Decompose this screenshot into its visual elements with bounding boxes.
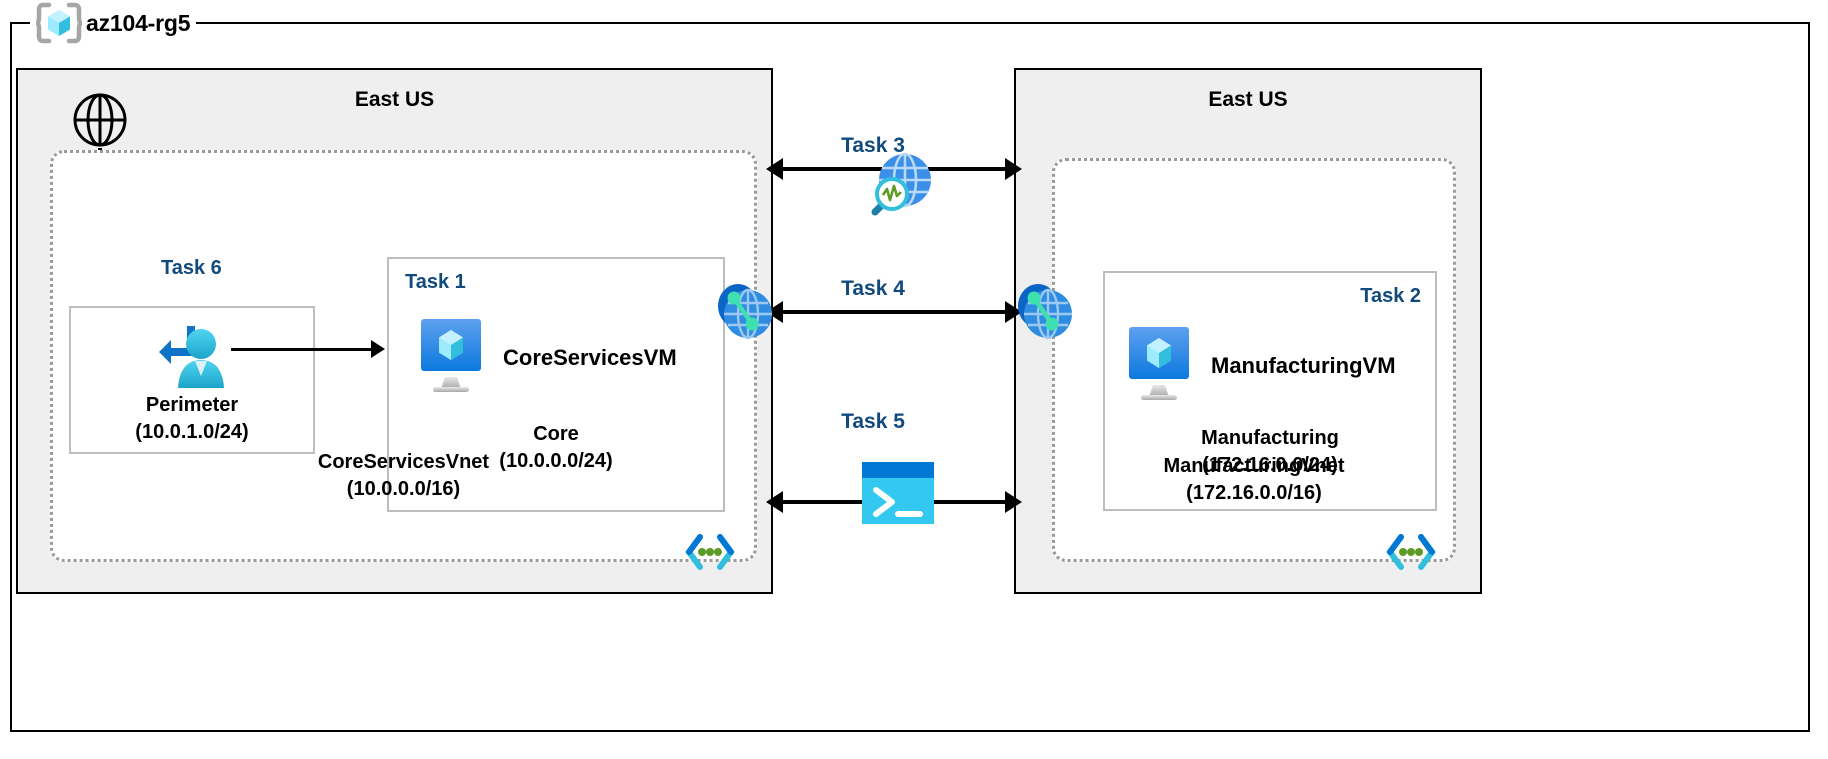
vm-name-manufacturingvm: ManufacturingVM xyxy=(1211,352,1396,378)
virtual-machine-icon xyxy=(419,317,487,398)
subnet-perimeter-caption: Perimeter (10.0.1.0/24) xyxy=(135,394,249,443)
resource-group-frame xyxy=(10,22,1810,732)
region-left-label: East US xyxy=(354,88,435,111)
vm-coreservicesvm: CoreServicesVM xyxy=(419,317,677,398)
task5-arrowhead-left xyxy=(766,491,783,513)
resource-group-name: az104-rg5 xyxy=(86,9,191,36)
vnet-manufacturingvnet: Task 2 xyxy=(1052,158,1456,570)
azure-resource-group-icon xyxy=(36,2,82,44)
vnet-manufacturingvnet-caption: ManufacturingVnet (172.16.0.0/16) xyxy=(1163,455,1345,504)
network-watcher-icon xyxy=(861,148,937,229)
subnet-manufacturing-caption: Manufacturing (172.16.0.0/24) xyxy=(1201,427,1339,476)
subnet-perimeter: Perimeter (10.0.1.0/24) xyxy=(69,306,315,454)
region-right-label: East US xyxy=(1208,88,1288,111)
task4-arrowhead-right xyxy=(1005,301,1022,323)
globe-icon xyxy=(72,92,128,153)
subnet-manufacturing: Task 2 xyxy=(1103,271,1437,511)
resource-group-title: az104-rg5 xyxy=(30,2,197,44)
vm-name-coreservicesvm: CoreServicesVM xyxy=(503,344,677,370)
center-task-label-task-4: Task 4 xyxy=(841,277,905,300)
perimeter-to-core-arrowhead xyxy=(371,340,385,358)
center-task-label-task-5: Task 5 xyxy=(841,410,905,433)
task-label-task-1: Task 1 xyxy=(405,271,466,293)
vnet-peering-icon xyxy=(1012,280,1078,347)
virtual-network-icon xyxy=(1385,531,1437,573)
vm-manufacturingvm: ManufacturingVM xyxy=(1127,325,1396,406)
task3-arrowhead-left xyxy=(766,158,783,180)
vnet-coreservicesvnet-caption: CoreServicesVnet (10.0.0.0/16) xyxy=(317,451,490,500)
user-with-return-arrow-icon xyxy=(157,322,237,401)
subnet-core-caption: Core (10.0.0.0/24) xyxy=(499,423,613,472)
subnet-core: Task 1 xyxy=(387,257,725,512)
perimeter-to-core-line xyxy=(231,348,371,351)
vnet-peering-icon xyxy=(712,280,778,347)
center-task-label-task-3: Task 3 xyxy=(841,134,905,157)
task-label-task-6: Task 6 xyxy=(161,257,222,279)
virtual-network-icon xyxy=(684,531,736,573)
virtual-machine-icon xyxy=(1127,325,1195,406)
task-label-task-2: Task 2 xyxy=(1360,285,1421,307)
task4-connector-line xyxy=(783,310,1005,314)
cloud-shell-icon xyxy=(862,462,934,529)
vnet-coreservicesvnet: Perimeter (10.0.1.0/24) Task 6 Task 1 xyxy=(50,150,757,570)
task5-arrowhead-right xyxy=(1005,491,1022,513)
region-east-us-right: East US Task 2 xyxy=(1014,68,1482,594)
region-east-us-left: East US xyxy=(16,68,773,594)
task3-arrowhead-right xyxy=(1005,158,1022,180)
